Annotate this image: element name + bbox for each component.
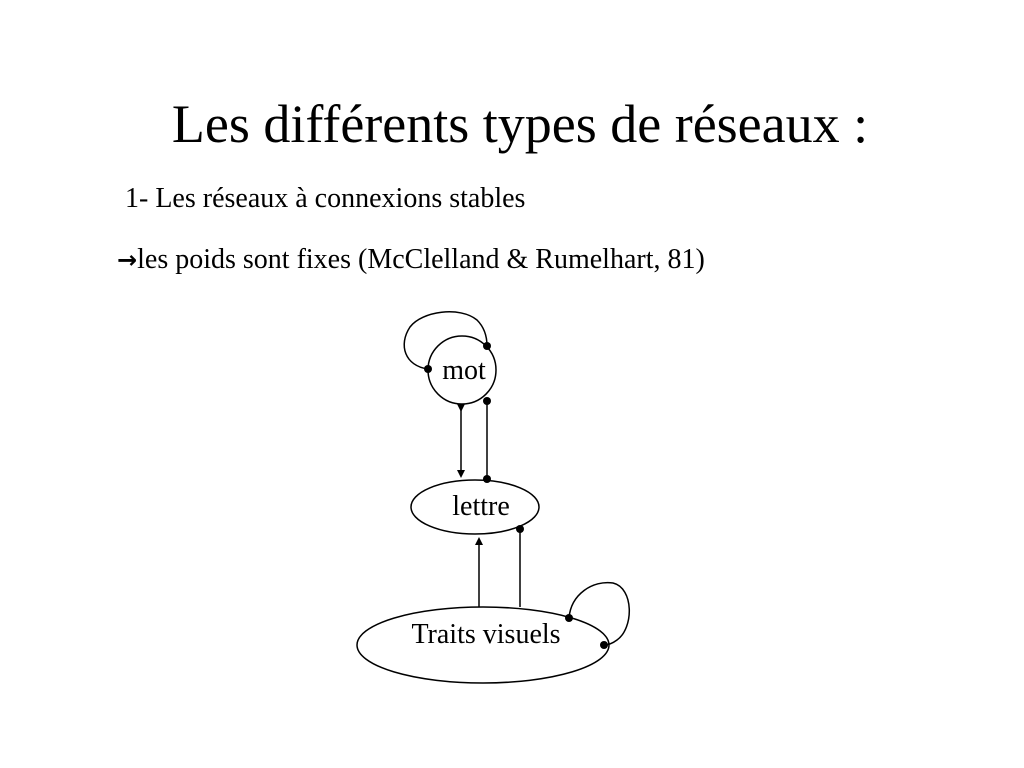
node-lettre: lettre — [410, 479, 540, 535]
lettre-mot-inhibitory-dot-bottom — [483, 475, 491, 483]
right-arrow-icon: → — [117, 246, 138, 274]
traits-loop-end-dot-top — [565, 614, 573, 622]
node-mot: mot — [427, 335, 497, 405]
node-lettre-label: lettre — [452, 491, 510, 522]
traits-lettre-inhibitory-dot — [516, 525, 524, 533]
slide-title: Les différents types de réseaux : — [171, 94, 869, 154]
node-mot-label: mot — [442, 355, 486, 386]
node-lettre-shape — [410, 479, 540, 535]
bullet-text: les poids sont fixes (McClelland & Rumel… — [137, 244, 705, 275]
traits-loop-end-dot-right — [600, 641, 608, 649]
mot-self-loop — [403, 311, 488, 370]
node-traits-visuels-label: Traits visuels — [411, 619, 560, 650]
traits-self-loop — [568, 581, 630, 646]
bullet-line: →les poids sont fixes (McClelland & Rume… — [117, 242, 705, 278]
mot-loop-end-dot-left — [424, 365, 432, 373]
slide-subtitle: 1- Les réseaux à connexions stables — [125, 183, 526, 214]
mot-loop-end-dot-top — [483, 342, 491, 350]
lettre-mot-inhibitory-dot-top — [483, 397, 491, 405]
